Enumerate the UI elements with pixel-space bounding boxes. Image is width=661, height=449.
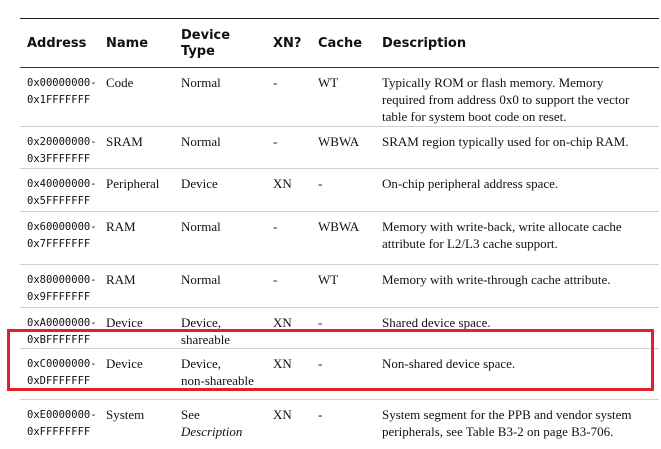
region-name: Code	[106, 75, 134, 90]
device-type-line1: Normal	[181, 272, 221, 287]
table-row: 0x80000000- 0x9FFFFFFF RAM Normal - WT Memory …	[20, 265, 659, 308]
address-end: 0x3FFFFFFF	[27, 153, 91, 165]
device-type-line1: Device,	[181, 315, 222, 330]
description-line1: Memory with write-back, write allocate c…	[382, 219, 622, 234]
cache-value: -	[318, 407, 323, 422]
xn-value: -	[273, 75, 278, 90]
device-type-line1: Device,	[181, 356, 222, 371]
description-line1: SRAM region typically used for on-chip R…	[382, 134, 629, 149]
device-type-line2: shareable	[181, 332, 231, 347]
address-start: 0x20000000-	[27, 136, 97, 148]
table-row: 0xA0000000- 0xBFFFFFFF Device Device, sharea…	[20, 308, 659, 349]
header-address: Address	[27, 36, 87, 51]
xn-value: -	[273, 272, 278, 287]
description-line1: System segment for the PPB and vendor sy…	[382, 407, 632, 422]
region-name: SRAM	[106, 134, 143, 149]
cache-value: WT	[318, 75, 339, 90]
device-type-line1: Device	[181, 176, 218, 191]
xn-value: -	[273, 219, 278, 234]
header-cache: Cache	[318, 36, 363, 51]
region-name: RAM	[106, 272, 136, 287]
address-start: 0xA0000000-	[27, 317, 97, 329]
cache-value: -	[318, 176, 323, 191]
header-xn: XN?	[273, 36, 302, 51]
description-line1: Non-shared device space.	[382, 356, 516, 371]
table-row: 0x60000000- 0x7FFFFFFF RAM Normal - WBWA Memor…	[20, 212, 659, 265]
address-start: 0x00000000-	[27, 77, 97, 89]
table-top-rule	[20, 18, 659, 19]
address-end: 0xFFFFFFFF	[27, 426, 91, 438]
region-name: Device	[106, 356, 143, 371]
address-end: 0x5FFFFFFF	[27, 195, 91, 207]
description-line3: table for system boot code on reset.	[382, 109, 567, 124]
region-name: Device	[106, 315, 143, 330]
cache-value: WBWA	[318, 219, 360, 234]
device-type-line1: Normal	[181, 134, 221, 149]
table-header-row: Address Name Device Type XN? Cache Descr…	[20, 19, 659, 67]
cache-value: WBWA	[318, 134, 360, 149]
device-type-line1: See	[181, 407, 200, 422]
address-start: 0x40000000-	[27, 178, 97, 190]
address-start: 0xC0000000-	[27, 358, 97, 370]
device-type-line2: non-shareable	[181, 373, 254, 388]
cache-value: WT	[318, 272, 339, 287]
table-row: 0x40000000- 0x5FFFFFFF Peripheral Device XN -…	[20, 169, 659, 212]
address-end: 0xBFFFFFFF	[27, 334, 91, 346]
address-start: 0x80000000-	[27, 274, 97, 286]
header-device-type-line1: Device	[181, 28, 231, 43]
table-header-rule	[20, 67, 659, 68]
region-name: Peripheral	[106, 176, 160, 191]
table-row: 0x00000000- 0x1FFFFFFF Code Normal - WT Typica…	[20, 68, 659, 127]
address-end: 0x9FFFFFFF	[27, 291, 91, 303]
xn-value: XN	[273, 407, 292, 422]
xn-value: XN	[273, 176, 292, 191]
cache-value: -	[318, 356, 323, 371]
region-name: System	[106, 407, 145, 422]
description-line1: Typically ROM or flash memory. Memory	[382, 75, 604, 90]
device-type-line2: Description	[181, 424, 243, 439]
description-line1: Memory with write-through cache attribut…	[382, 272, 611, 287]
description-line1: Shared device space.	[382, 315, 491, 330]
xn-value: XN	[273, 356, 292, 371]
xn-value: XN	[273, 315, 292, 330]
description-line2: peripherals, see Table B3-2 on page B3-7…	[382, 424, 614, 439]
address-start: 0xE0000000-	[27, 409, 97, 421]
address-end: 0x7FFFFFFF	[27, 238, 91, 250]
table-row: 0x20000000- 0x3FFFFFFF SRAM Normal - WBWA SRAM…	[20, 127, 659, 169]
description-line1: On-chip peripheral address space.	[382, 176, 559, 191]
table-row: 0xC0000000- 0xDFFFFFFF Device Device, non-sh…	[20, 349, 659, 400]
device-type-line1: Normal	[181, 219, 221, 234]
highlight-box	[7, 329, 654, 391]
address-end: 0x1FFFFFFF	[27, 94, 91, 106]
description-line2: attribute for L2/L3 cache support.	[382, 236, 558, 251]
header-device-type-line2: Type	[181, 44, 215, 59]
xn-value: -	[273, 134, 278, 149]
header-name: Name	[106, 36, 149, 51]
description-line2: required from address 0x0 to support the…	[382, 92, 630, 107]
region-name: RAM	[106, 219, 136, 234]
cache-value: -	[318, 315, 323, 330]
address-end: 0xDFFFFFFF	[27, 375, 91, 387]
header-description: Description	[382, 36, 467, 51]
device-type-line1: Normal	[181, 75, 221, 90]
address-start: 0x60000000-	[27, 221, 97, 233]
